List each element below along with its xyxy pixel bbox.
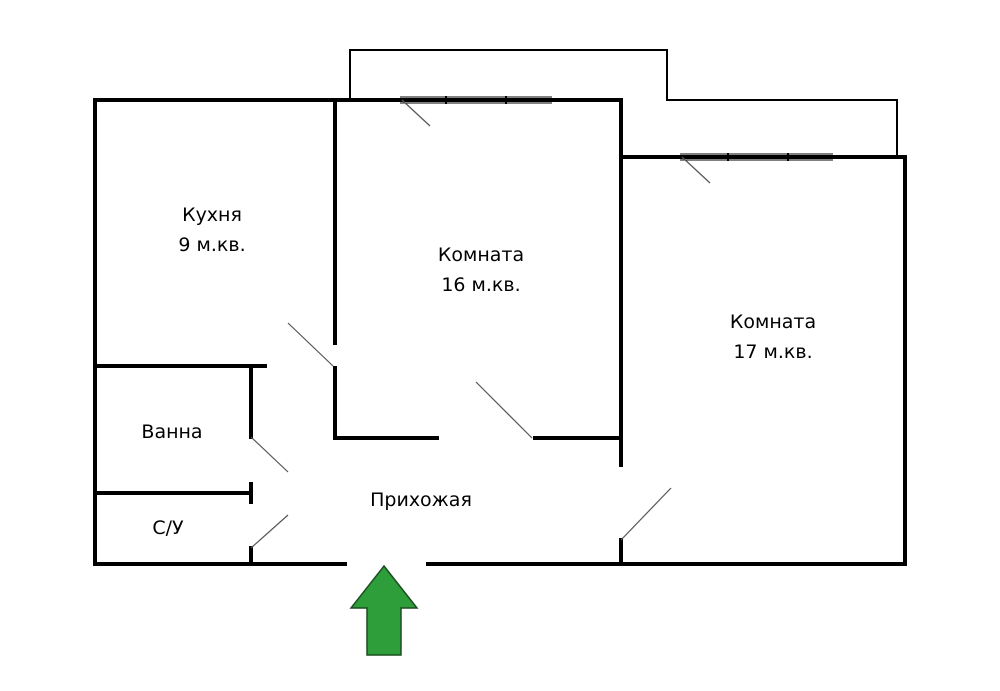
windows xyxy=(400,96,833,161)
bathroom-name: Ванна xyxy=(141,421,203,443)
walls xyxy=(93,98,907,566)
bathroom-label: Ванна xyxy=(141,417,202,447)
doors xyxy=(250,99,711,549)
room1-name: Комната xyxy=(437,244,525,266)
room2-name: Комната xyxy=(729,311,817,333)
room2-area: 17 м.кв. xyxy=(733,341,813,363)
kitchen-area: 9 м.кв. xyxy=(178,234,246,256)
kitchen-name: Кухня xyxy=(182,204,242,226)
balcony xyxy=(349,49,898,157)
room2-label: Комната 17 м.кв. xyxy=(730,307,816,367)
hallway-name: Прихожая xyxy=(370,489,472,511)
entrance-arrow-icon xyxy=(349,564,419,656)
hallway-label: Прихожая xyxy=(370,485,472,515)
toilet-name: С/У xyxy=(152,517,184,539)
room1-area: 16 м.кв. xyxy=(441,274,521,296)
kitchen-label: Кухня 9 м.кв. xyxy=(178,200,245,260)
room1-label: Комната 16 м.кв. xyxy=(438,240,524,300)
toilet-label: С/У xyxy=(152,513,183,543)
